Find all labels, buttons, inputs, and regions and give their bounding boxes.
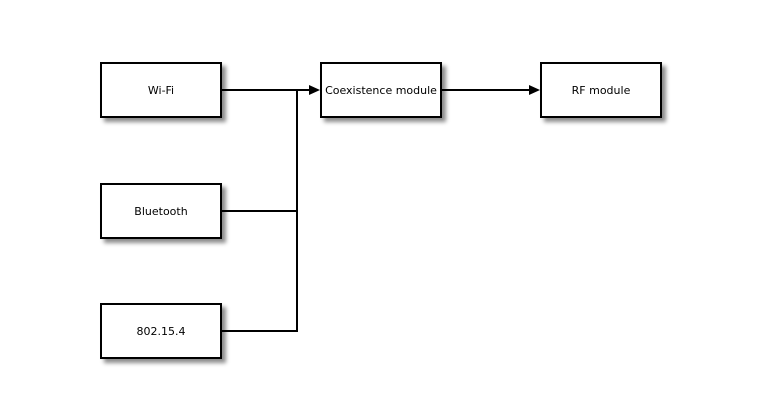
node-coexistence-module: Coexistence module [320, 62, 442, 118]
edge-trunk-vertical [296, 89, 298, 332]
node-wifi: Wi-Fi [100, 62, 222, 118]
node-rf-module-label: RF module [571, 83, 631, 97]
node-wifi-label: Wi-Fi [147, 83, 175, 97]
node-802-15-4-label: 802.15.4 [136, 324, 186, 338]
node-bluetooth-label: Bluetooth [134, 204, 188, 218]
node-802-15-4: 802.15.4 [100, 303, 222, 359]
node-bluetooth: Bluetooth [100, 183, 222, 239]
edge-802154-to-trunk [222, 330, 297, 332]
node-coexistence-module-label: Coexistence module [325, 83, 437, 97]
node-rf-module: RF module [540, 62, 662, 118]
arrowhead-into-coexistence-icon [309, 85, 320, 95]
edge-bluetooth-to-trunk [222, 210, 297, 212]
edge-coexistence-to-rf [442, 89, 530, 91]
arrowhead-into-rf-icon [529, 85, 540, 95]
edge-wifi-to-coexistence [222, 89, 310, 91]
